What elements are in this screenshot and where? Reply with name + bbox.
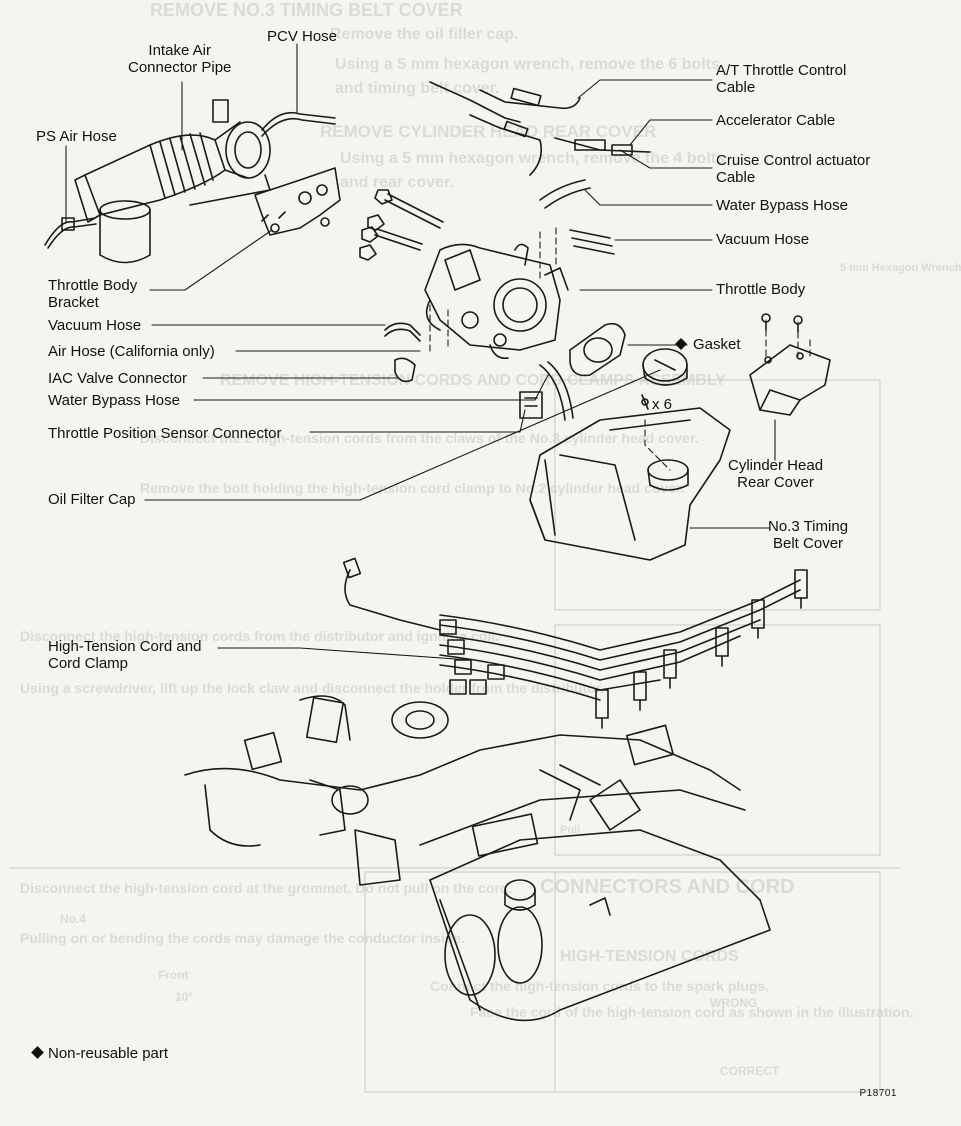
legend: Non-reusable part [31, 1045, 169, 1062]
vacuum-hose-left-drawing [384, 322, 421, 336]
label-pcv-hose: PCV Hose [267, 28, 338, 45]
label-water-bypass-hose-left: Water Bypass Hose [48, 392, 180, 409]
label-iac-valve-connector: IAC Valve Connector [48, 370, 187, 387]
water-bypass-hose-left-drawing [539, 364, 566, 421]
label-accelerator-cable: Accelerator Cable [716, 112, 836, 129]
bleed-text: REMOVE NO.3 TIMING BELT COVER [150, 0, 463, 20]
label-throttle-body: Throttle Body [716, 281, 806, 298]
iac-valve-connector-drawing [394, 357, 416, 383]
water-bypass-hose-top-drawing [539, 179, 586, 201]
label-at-throttle-control-cable: A/T Throttle Control Cable [716, 62, 847, 96]
bleed-text: Disconnect the 2 high-tension cords from… [140, 430, 699, 446]
label-throttle-body-bracket: Throttle Body Bracket [48, 277, 138, 311]
legend-text: Non-reusable part [48, 1045, 169, 1062]
throttle-body-bracket-drawing [254, 167, 341, 236]
bleed-text: HIGH-TENSION CORDS [560, 948, 739, 965]
label-bolt-count: x 6 [652, 396, 673, 413]
label-vacuum-hose-right: Vacuum Hose [716, 231, 810, 248]
bleed-text: 5 mm Hexagon Wrench [840, 262, 961, 274]
figure-id: P18701 [859, 1088, 897, 1099]
bleed-text: Using a screwdriver, lift up the lock cl… [20, 680, 605, 696]
manual-page: REMOVE NO.3 TIMING BELT COVER Remove the… [9, 0, 961, 1099]
no3-timing-belt-cover-drawing [529, 394, 731, 561]
label-water-bypass-hose-top: Water Bypass Hose [716, 197, 848, 214]
spark-plug-boots [595, 569, 808, 729]
exploded-view-drawing [9, 43, 901, 1093]
throttle-body-drawing [424, 243, 569, 360]
label-cylinder-head-rear-cover: Cylinder Head Rear Cover [728, 457, 824, 491]
label-no3-timing-belt-cover: No.3 Timing Belt Cover [768, 518, 849, 552]
bleed-text: and timing belt cover. [335, 80, 500, 97]
vacuum-hose-right-drawing [569, 229, 615, 255]
bleed-text: REMOVE CYLINDER HEAD REAR COVER [320, 122, 657, 141]
bleed-text: Using a 5 mm hexagon wrench, remove the … [335, 56, 720, 73]
label-oil-filter-cap: Oil Filter Cap [48, 491, 136, 508]
high-tension-cord-drawing [342, 557, 808, 729]
bleed-text: WRONG [710, 996, 758, 1010]
pcv-hose-drawing [261, 111, 336, 131]
label-air-hose-california: Air Hose (California only) [48, 343, 215, 360]
bleed-text: Pull [560, 824, 581, 836]
label-ps-air-hose: PS Air Hose [36, 128, 117, 145]
diamond-icon [31, 1046, 44, 1059]
bleed-frame [9, 379, 901, 1093]
label-gasket: Gasket [693, 336, 741, 353]
bolts-drawing [359, 189, 444, 261]
ps-air-hose-drawing [44, 200, 151, 264]
tps-connector-drawing [519, 391, 543, 419]
label-intake-air-connector-pipe: Intake Air Connector Pipe [128, 42, 232, 76]
bleed-text: and rear cover. [340, 174, 454, 191]
gasket-non-reusable-diamond-icon [675, 338, 687, 350]
bleed-text: REMOVE HIGH-TENSION CORDS AND CORD CLAMP… [220, 372, 726, 389]
bleed-text: Disconnect the high-tension cords from t… [20, 628, 500, 644]
label-high-tension-cord-and-cord-clamp: High-Tension Cord and Cord Clamp [48, 638, 202, 672]
cylinder-head-rear-cover-drawing [749, 313, 831, 416]
gasket-drawing [569, 322, 626, 377]
oil-filter-cap-drawing [642, 348, 688, 386]
engine-body-drawing [184, 695, 771, 1022]
bleed-text: Front [158, 968, 189, 982]
label-throttle-position-sensor-connector: Throttle Position Sensor Connector [48, 425, 282, 442]
label-cruise-control-actuator-cable: Cruise Control actuator Cable [716, 152, 871, 186]
bleed-text: 10° [175, 990, 194, 1004]
bleed-text: Face the cord of the high-tension cord a… [470, 1004, 914, 1020]
cord-clamp-connectors [439, 619, 505, 695]
bleed-text: CORRECT [720, 1064, 780, 1078]
bleed-text: Remove the oil filler cap. [330, 26, 519, 43]
label-vacuum-hose-left: Vacuum Hose [48, 317, 142, 334]
intake-air-connector-pipe-drawing [74, 99, 271, 223]
bleed-text: Pulling on or bending the cords may dama… [20, 930, 465, 946]
leader-lines [65, 43, 776, 661]
bleed-text: No.4 [60, 912, 87, 926]
cables-drawing [429, 81, 651, 255]
bleed-text: Disconnect the high-tension cord at the … [20, 880, 513, 896]
bleed-text: CONNECTORS AND CORD [540, 876, 795, 898]
